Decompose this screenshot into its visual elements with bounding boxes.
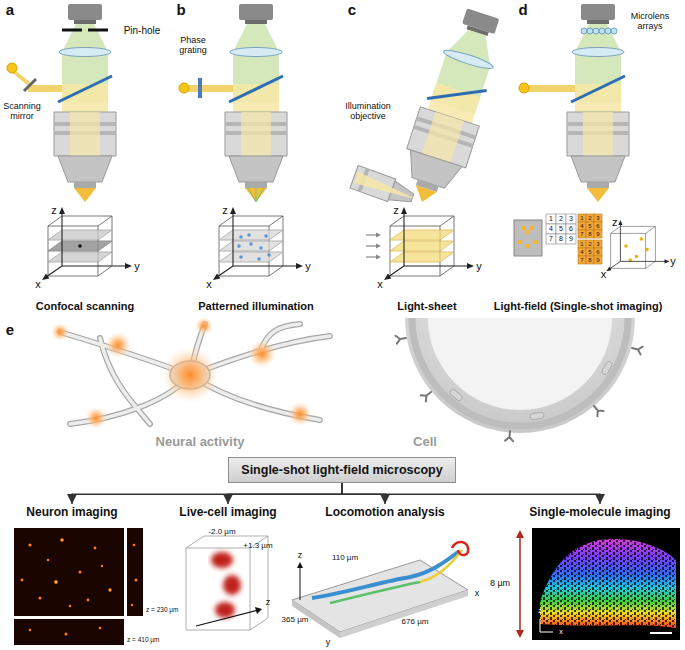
panel-letter: a — [6, 2, 14, 19]
confocal-volume — [42, 207, 132, 280]
grid-number: 5 — [559, 225, 563, 233]
axis-label: z — [393, 204, 399, 216]
axis-label: y — [476, 260, 482, 272]
panel-title: Patterned illumination — [198, 300, 314, 312]
grid-number: 3 — [596, 215, 599, 222]
grid-number: 2 — [559, 215, 563, 223]
cell-illustration — [395, 318, 642, 441]
patterned-volume — [213, 207, 303, 280]
grid-number: 4 — [580, 223, 583, 230]
axis-label: y — [134, 260, 140, 272]
grid-number: 1 — [580, 241, 583, 248]
application-label: Neuron imaging — [23, 505, 120, 521]
dimension-label: 110 µm — [332, 554, 358, 563]
axis-label: y — [670, 255, 676, 267]
grid-number: 4 — [580, 249, 583, 256]
grid-number: 9 — [596, 257, 599, 264]
neuron-illustration — [51, 317, 330, 429]
panel-letter: b — [176, 2, 185, 19]
illustration-label: Cell — [413, 435, 437, 449]
light-field-raw-image — [514, 220, 542, 256]
axis-label: x — [35, 278, 41, 290]
grid-number: 7 — [580, 257, 583, 264]
axis-label: y — [326, 638, 331, 648]
locomotion-image — [292, 542, 468, 638]
illustration-label: Neural activity — [156, 435, 245, 449]
dimension-label: -2.0 µm — [208, 528, 235, 537]
axis-label: x — [475, 589, 480, 599]
axis-label: z — [612, 216, 618, 228]
axis-label: z — [266, 598, 271, 608]
part-label: Microlens arrays — [625, 12, 675, 32]
part-label: Scanning mirror — [0, 102, 45, 122]
grid-number: 9 — [569, 235, 573, 243]
dimension-label: 365 µm — [282, 616, 309, 625]
patterned-setup — [179, 4, 287, 202]
grid-number: 9 — [596, 231, 599, 238]
application-label: Single-molecule imaging — [526, 505, 673, 521]
panel-letter: c — [348, 2, 356, 19]
view-grid — [578, 214, 602, 264]
depth-label: z = 410 µm — [127, 636, 159, 643]
branch-arrow — [228, 483, 342, 504]
axis-label: x — [206, 278, 212, 290]
neuron-image — [14, 528, 143, 645]
part-label: Pin-hole — [124, 25, 161, 36]
dimension-label: +1.3 µm — [243, 542, 272, 551]
grid-number: 1 — [549, 215, 553, 223]
grid-number: 7 — [549, 235, 553, 243]
panel-title: Confocal scanning — [36, 300, 134, 312]
grid-number: 7 — [580, 231, 583, 238]
grid-number: 8 — [588, 231, 591, 238]
branch-arrow — [72, 483, 342, 504]
dimension-label: 676 µm — [402, 618, 429, 627]
axis-label: z — [538, 607, 542, 615]
axis-label: x — [601, 268, 607, 280]
grid-number: 6 — [569, 225, 573, 233]
branch-arrow — [342, 483, 600, 504]
part-label: Illumination objective — [340, 102, 396, 122]
axis-label: z — [298, 551, 303, 561]
method-box: Single-shot light-field microscopy — [228, 457, 455, 483]
node-text: Neuron imaging — [26, 506, 117, 520]
axis-label: x — [377, 278, 383, 290]
node-text: Single-molecule imaging — [529, 506, 670, 520]
grid-number: 8 — [588, 257, 591, 264]
grid-number: 6 — [596, 223, 599, 230]
grid-number: 8 — [559, 235, 563, 243]
axis-label: z — [51, 204, 57, 216]
dimension-label: 8 µm — [490, 579, 510, 589]
grid-number: 2 — [588, 241, 591, 248]
grid-number: 6 — [596, 249, 599, 256]
light-sheet-volume — [366, 207, 474, 280]
grid-number: 3 — [596, 241, 599, 248]
axis-label: y — [305, 260, 311, 272]
grid-number: 1 — [580, 215, 583, 222]
grid-number: 5 — [588, 223, 591, 230]
part-label: Phase grating — [170, 36, 216, 56]
application-label: Locomotion analysis — [322, 505, 447, 521]
panel-title: Light-sheet — [397, 300, 456, 312]
live-cell-image — [186, 536, 268, 630]
axis-label: z — [222, 204, 228, 216]
panel-letter: d — [518, 2, 527, 19]
grid-number: 3 — [569, 215, 573, 223]
node-text: Single-shot light-field microscopy — [241, 463, 442, 477]
light-field-setup — [519, 4, 629, 202]
panel-letter: e — [6, 322, 14, 339]
panel-title: Light-field (Single-shot imaging) — [494, 300, 663, 312]
axis-label: x — [559, 628, 563, 636]
depth-label: z = 230 µm — [146, 606, 178, 613]
grid-number: 4 — [549, 225, 553, 233]
node-text: Locomotion analysis — [325, 506, 444, 520]
node-text: Live-cell imaging — [179, 506, 276, 520]
grid-number: 5 — [588, 249, 591, 256]
grid-number: 2 — [588, 215, 591, 222]
pixel-grid — [546, 214, 576, 244]
single-molecule-image — [516, 528, 680, 640]
application-label: Live-cell imaging — [176, 505, 279, 521]
